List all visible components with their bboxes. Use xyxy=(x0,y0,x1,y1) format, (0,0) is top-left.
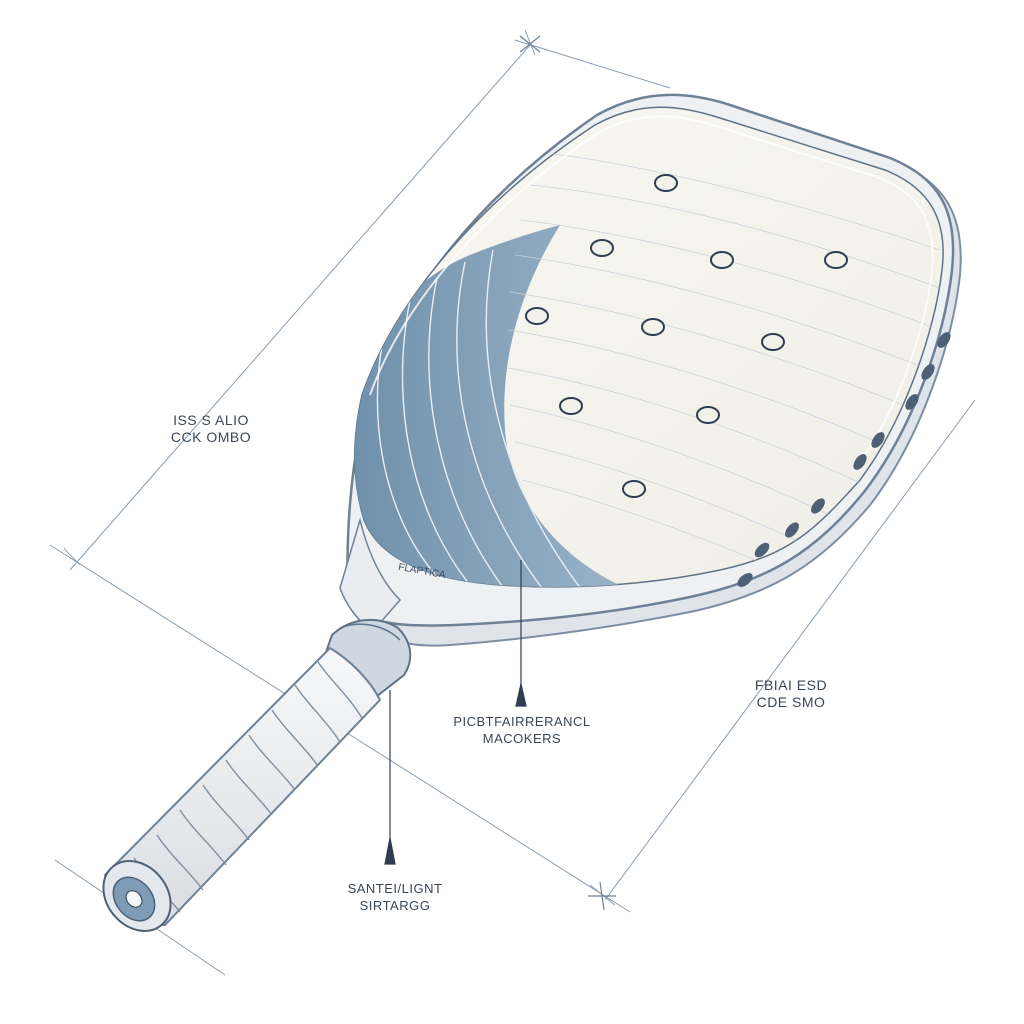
paddle xyxy=(339,93,962,647)
grip-handle xyxy=(102,646,382,932)
annotation-line: SANTEI/LIGNT xyxy=(347,881,443,896)
annotation-middle: PICBTFAIRRERANCL MACOKERS xyxy=(452,713,592,747)
grip-wrap-lines xyxy=(133,661,363,913)
dimension-line-left xyxy=(69,44,531,571)
hole xyxy=(824,251,848,269)
hole xyxy=(761,333,785,351)
annotation-bottom: SANTEI/LIGNT SIRTARGG xyxy=(340,880,450,914)
leader-arrow-middle xyxy=(515,683,527,707)
dimension-tick-bottom xyxy=(589,884,616,906)
dimension-line-top xyxy=(514,39,671,89)
face-texture-lines xyxy=(507,149,944,576)
hole xyxy=(622,480,646,498)
dimension-tick-left xyxy=(63,547,81,566)
sparkle-marks xyxy=(519,35,616,911)
blue-panel-stripes xyxy=(376,249,586,587)
edge-guard-notches xyxy=(737,332,951,587)
hole xyxy=(590,239,614,257)
paddle-throat xyxy=(339,517,402,634)
hole xyxy=(654,174,678,192)
hole xyxy=(696,406,720,424)
hole xyxy=(559,397,583,415)
dimension-tick-top xyxy=(524,29,536,56)
hole xyxy=(710,251,734,269)
annotation-right: FBIAI ESD CDE SMO xyxy=(746,677,836,711)
face-holes xyxy=(525,174,848,498)
annotation-line: MACOKERS xyxy=(482,731,562,746)
annotation-line: CDE SMO xyxy=(756,694,826,710)
dimension-line-right xyxy=(604,399,976,901)
leader-arrow-bottom xyxy=(384,837,396,865)
annotation-line: SIRTARGG xyxy=(359,898,431,913)
annotation-line: ISS S ALIO xyxy=(173,412,249,428)
blue-panel xyxy=(354,225,630,587)
hole xyxy=(641,318,665,336)
hole xyxy=(525,307,549,325)
leader-lines xyxy=(384,560,527,865)
annotation-line: CCK OMBO xyxy=(170,429,252,445)
annotation-top-left: ISS S ALIO CCK OMBO xyxy=(156,412,266,446)
annotation-line: PICBTFAIRRERANCL xyxy=(453,714,591,729)
annotation-line: FBIAI ESD xyxy=(754,677,828,693)
